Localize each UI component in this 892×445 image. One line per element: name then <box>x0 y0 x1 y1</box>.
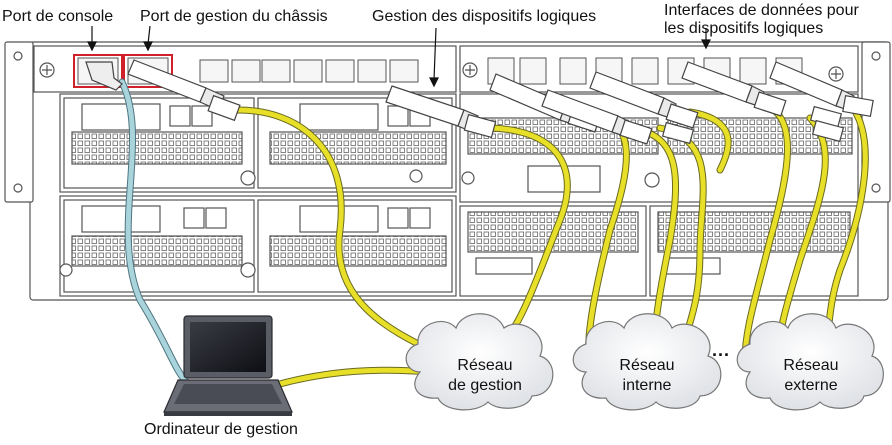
data-interfaces-label-line1: Interfaces de données pour <box>664 2 859 19</box>
management-network-line2: de gestion <box>448 377 522 394</box>
external-network-label: Réseau externe <box>746 356 876 396</box>
security-module-1 <box>59 93 457 193</box>
transceivers <box>85 59 874 145</box>
chassis-screws <box>13 51 881 193</box>
data-interfaces-label-line2: les dispositifs logiques <box>664 20 824 37</box>
label-pointers <box>87 25 711 88</box>
management-network-line1: Réseau <box>457 357 513 374</box>
cloud-external <box>736 313 884 411</box>
security-module-2 <box>59 195 457 297</box>
highlight-boxes <box>73 54 173 88</box>
external-network-line2: externe <box>784 377 838 394</box>
console-port-label: Port de console <box>2 8 114 25</box>
external-network-line1: Réseau <box>783 357 839 374</box>
more-networks-ellipsis: ... <box>712 340 731 360</box>
internal-network-label: Réseau interne <box>582 356 712 396</box>
internal-network-line1: Réseau <box>619 357 675 374</box>
logical-device-mgmt-label: Gestion des dispositifs logiques <box>372 8 597 25</box>
security-module-4 <box>459 205 859 297</box>
chassis-mgmt-port-label: Port de gestion du châssis <box>140 8 328 25</box>
management-network-label: Réseau de gestion <box>420 356 550 396</box>
network-cables <box>234 100 869 389</box>
console-cable <box>118 78 189 384</box>
cloud-management <box>405 313 554 411</box>
internal-network-line2: interne <box>622 377 672 394</box>
mgmt-computer-label: Ordinateur de gestion <box>144 421 298 438</box>
cloud-internal <box>572 313 722 411</box>
management-laptop <box>163 315 293 416</box>
